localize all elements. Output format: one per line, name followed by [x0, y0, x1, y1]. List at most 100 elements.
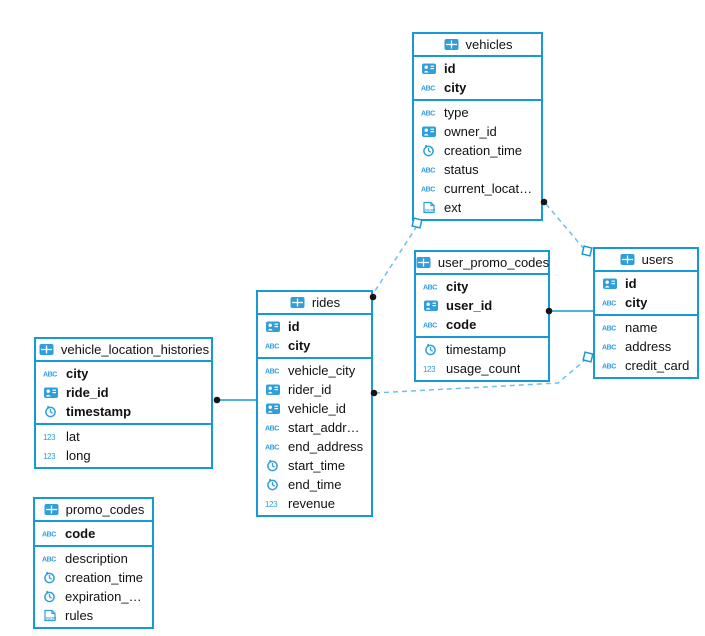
key-field-row[interactable]: id — [414, 59, 541, 78]
user-id-icon — [421, 125, 439, 138]
field-label: lat — [66, 429, 80, 444]
table-header[interactable]: user_promo_codes — [415, 252, 549, 275]
field-label: expiration_time — [65, 589, 145, 604]
key-field-row[interactable]: id — [258, 317, 371, 336]
field-label: revenue — [288, 496, 335, 511]
key-field-row[interactable]: ABC city — [416, 277, 548, 296]
json-icon: JSON — [42, 609, 60, 622]
svg-text:ABC: ABC — [421, 111, 435, 118]
field-label: city — [625, 295, 648, 310]
table-header[interactable]: promo_codes — [35, 499, 152, 522]
numeric-icon: 123 — [43, 449, 61, 462]
field-label: address — [625, 339, 672, 354]
abc-text-icon: ABC — [602, 321, 620, 334]
field-label: status — [444, 162, 479, 177]
field-row[interactable]: expiration_time — [35, 587, 152, 606]
field-label: timestamp — [66, 404, 132, 419]
abc-text-icon: ABC — [421, 163, 439, 176]
key-field-row[interactable]: user_id — [416, 296, 548, 315]
field-row[interactable]: timestamp — [416, 340, 548, 359]
table-icon — [415, 256, 433, 269]
table-header[interactable]: vehicle_location_histories — [36, 339, 211, 362]
table-title: rides — [311, 295, 341, 310]
field-row[interactable]: vehicle_id — [258, 399, 371, 418]
field-label: timestamp — [446, 342, 506, 357]
field-label: creation_time — [65, 570, 144, 585]
field-label: city — [446, 279, 469, 294]
table-header[interactable]: vehicles — [414, 34, 541, 57]
field-row[interactable]: start_time — [258, 456, 371, 475]
key-field-row[interactable]: ABC city — [414, 78, 541, 97]
abc-text-icon: ABC — [43, 367, 61, 380]
key-field-row[interactable]: id — [595, 274, 697, 293]
field-label: rider_id — [288, 382, 332, 397]
field-row[interactable]: rider_id — [258, 380, 371, 399]
table-title: vehicles — [465, 37, 513, 52]
field-label: start_address — [288, 420, 364, 435]
table-icon — [289, 296, 307, 309]
key-field-row[interactable]: ride_id — [36, 383, 211, 402]
table-header[interactable]: rides — [258, 292, 371, 315]
field-label: ride_id — [66, 385, 109, 400]
user-id-icon — [265, 402, 283, 415]
svg-text:ABC: ABC — [421, 187, 435, 194]
timestamp-icon — [265, 459, 283, 472]
abc-text-icon: ABC — [265, 339, 283, 352]
fields-section: timestamp 123 usage_count — [416, 338, 548, 380]
field-label: current_location — [444, 181, 534, 196]
svg-text:ABC: ABC — [265, 344, 279, 351]
field-label: start_time — [288, 458, 346, 473]
svg-text:ABC: ABC — [602, 301, 616, 308]
field-row[interactable]: ABC status — [414, 160, 541, 179]
svg-text:ABC: ABC — [265, 426, 279, 433]
field-label: vehicle_id — [288, 401, 346, 416]
table-header[interactable]: users — [595, 249, 697, 272]
field-row[interactable]: 123 lat — [36, 427, 211, 446]
field-row[interactable]: end_time — [258, 475, 371, 494]
numeric-icon: 123 — [43, 430, 61, 443]
user-id-icon — [265, 320, 283, 333]
field-label: city — [444, 80, 467, 95]
svg-text:ABC: ABC — [421, 86, 435, 93]
user-id-icon — [43, 386, 61, 399]
field-label: code — [446, 317, 477, 332]
svg-text:ABC: ABC — [423, 285, 437, 292]
numeric-icon: 123 — [423, 362, 441, 375]
abc-text-icon: ABC — [602, 359, 620, 372]
timestamp-icon — [421, 144, 439, 157]
abc-text-icon: ABC — [265, 440, 283, 453]
field-row[interactable]: ABC start_address — [258, 418, 371, 437]
endpoint-dot-marker — [213, 396, 221, 404]
field-label: usage_count — [446, 361, 521, 376]
field-row[interactable]: owner_id — [414, 122, 541, 141]
field-row[interactable]: creation_time — [35, 568, 152, 587]
key-field-row[interactable]: timestamp — [36, 402, 211, 421]
field-row[interactable]: creation_time — [414, 141, 541, 160]
field-row[interactable]: 123 usage_count — [416, 359, 548, 378]
field-label: code — [65, 526, 96, 541]
abc-text-icon: ABC — [421, 182, 439, 195]
field-row[interactable]: ABC current_location — [414, 179, 541, 198]
key-field-row[interactable]: ABC city — [595, 293, 697, 312]
